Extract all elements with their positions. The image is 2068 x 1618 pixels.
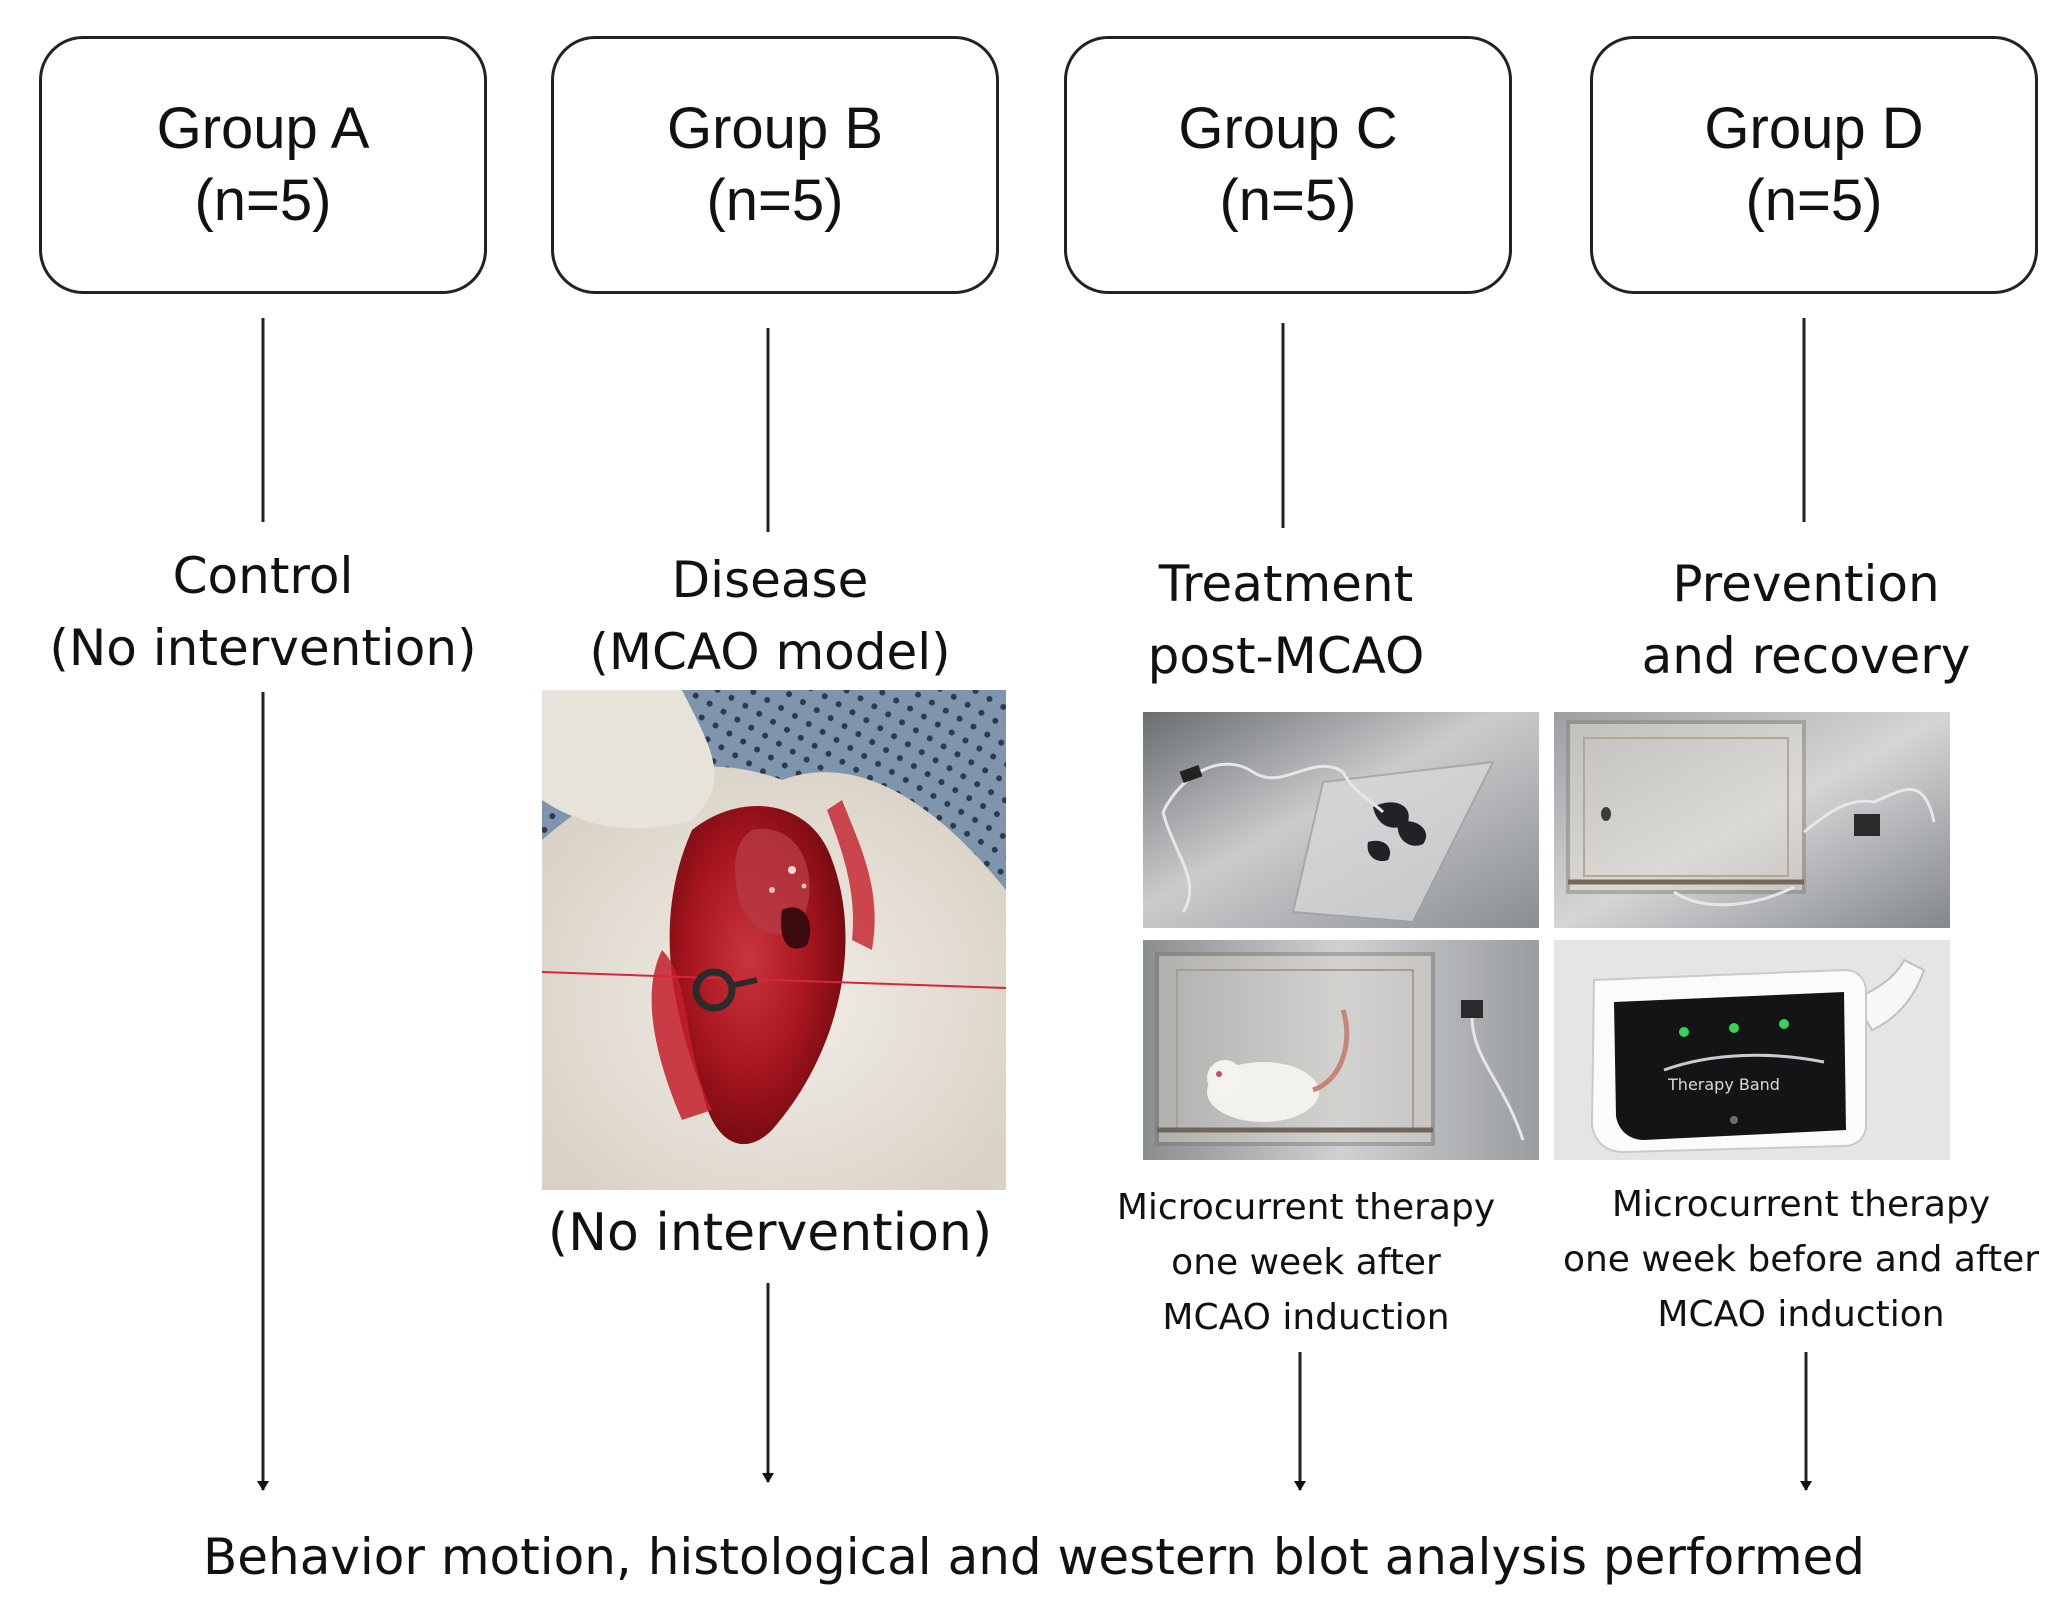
therapy-band-label: Therapy Band — [1667, 1075, 1780, 1094]
group-d-description: Microcurrent therapy one week before and… — [1562, 1184, 2040, 1335]
group-b-name: Group B — [667, 96, 883, 161]
group-b-box: Group B (n=5) — [551, 36, 999, 294]
group-b-count: (n=5) — [706, 168, 844, 233]
group-a-box: Group A (n=5) — [39, 36, 487, 294]
group-a-name: Group A — [156, 96, 370, 161]
analysis-footer: Behavior motion, histological and wester… — [202, 1528, 1866, 1586]
rat-cage-photo — [1143, 940, 1539, 1160]
group-a-label: Control (No intervention) — [49, 547, 477, 677]
empty-cage-photo — [1554, 712, 1950, 928]
group-b-bottom-label: (No intervention) — [547, 1203, 993, 1263]
electrode-pad-photo — [1143, 712, 1539, 928]
group-c-box: Group C (n=5) — [1064, 36, 1512, 294]
group-b-label: Disease (MCAO model) — [589, 551, 951, 681]
group-c-description: Microcurrent therapy one week after MCAO… — [1116, 1187, 1496, 1338]
therapy-band-device-photo: Therapy Band — [1554, 940, 1950, 1160]
group-d-label: Prevention and recovery — [1641, 555, 1971, 685]
group-d-count: (n=5) — [1745, 168, 1883, 233]
group-c-label: Treatment post-MCAO — [1147, 555, 1425, 685]
group-c-name: Group C — [1178, 96, 1398, 161]
group-d-box: Group D (n=5) — [1590, 36, 2038, 294]
group-d-name: Group D — [1704, 96, 1924, 161]
group-a-count: (n=5) — [194, 168, 332, 233]
mcao-surgery-photo — [542, 690, 1006, 1190]
group-c-count: (n=5) — [1219, 168, 1357, 233]
